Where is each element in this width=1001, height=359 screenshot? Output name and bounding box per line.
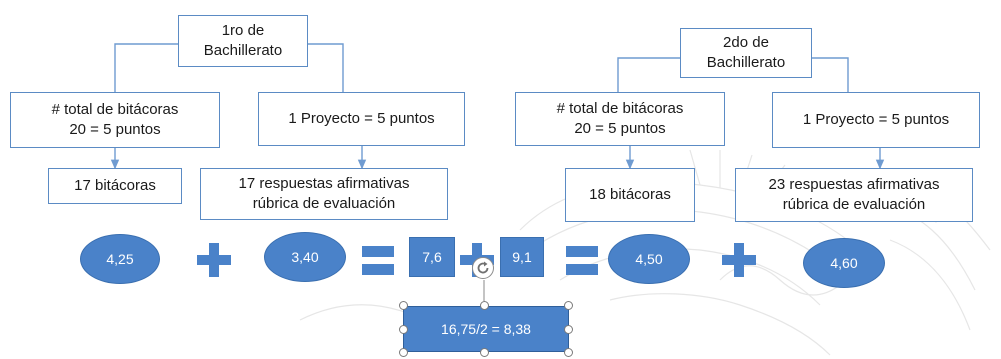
resize-handle-bottom-right[interactable] [564, 348, 573, 357]
rotate-icon[interactable] [472, 257, 494, 279]
left-title-box: 1ro de Bachillerato [178, 15, 308, 67]
resize-handle-top-left[interactable] [399, 301, 408, 310]
left-rubric-box: 17 respuestas afirmativas rúbrica de eva… [200, 168, 448, 220]
left-count-box: 17 bitácoras [48, 168, 182, 204]
resize-handle-right[interactable] [564, 325, 573, 334]
right-connector-total [617, 57, 680, 92]
plus-icon [197, 243, 231, 277]
right-project-box: 1 Proyecto = 5 puntos [772, 92, 980, 148]
resize-handle-left[interactable] [399, 325, 408, 334]
plus-icon [722, 243, 756, 277]
result-box-right: 9,1 [500, 237, 544, 277]
left-project-box: 1 Proyecto = 5 puntos [258, 92, 465, 146]
right-connector-project [812, 57, 849, 92]
right-rubric-box: 23 respuestas afirmativas rúbrica de eva… [735, 168, 973, 222]
value-ellipse-right-1: 4,50 [608, 234, 690, 284]
equals-icon [362, 245, 394, 277]
resize-handle-top-right[interactable] [564, 301, 573, 310]
right-total-box: # total de bitácoras 20 = 5 puntos [515, 92, 725, 146]
right-title-box: 2do de Bachillerato [680, 28, 812, 78]
value-ellipse-left-2: 3,40 [264, 232, 346, 282]
value-ellipse-right-2: 4,60 [803, 238, 885, 288]
left-connector-total [114, 43, 178, 92]
left-total-box: # total de bitácoras 20 = 5 puntos [10, 92, 220, 148]
resize-handle-bottom[interactable] [480, 348, 489, 357]
result-box-left: 7,6 [409, 237, 455, 277]
final-average-box[interactable]: 16,75/2 = 8,38 [403, 306, 569, 352]
resize-handle-top[interactable] [480, 301, 489, 310]
value-ellipse-left-1: 4,25 [80, 234, 160, 284]
left-connector-project [308, 43, 344, 92]
right-count-box: 18 bitácoras [565, 168, 695, 222]
resize-handle-bottom-left[interactable] [399, 348, 408, 357]
equals-icon [566, 245, 598, 277]
